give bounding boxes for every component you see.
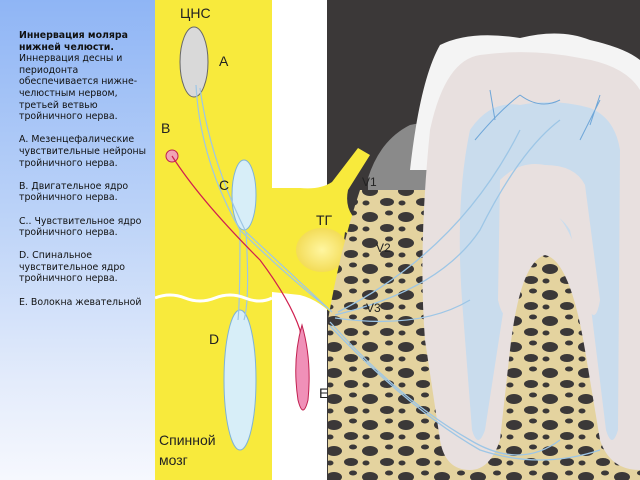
caption-panel: Иннервация моляра нижней челюсти. Иннерв…: [0, 0, 155, 480]
label-cns: ЦНС: [180, 5, 211, 21]
label-spinal-cord-1: Спинной: [159, 432, 216, 448]
label-tg: ТГ: [316, 212, 333, 228]
caption-item-a: А. Мезенцефалические чувствительные нейр…: [19, 134, 147, 169]
caption-item-b: В. Двигательное ядро тройничного нерва.: [19, 180, 129, 204]
caption-title: Иннервация моляра нижней челюсти.: [19, 30, 128, 53]
cord-section-break: [155, 293, 273, 303]
nucleus-d-spinal: [223, 309, 257, 451]
caption-item-e: Е. Волокна жевательной: [19, 296, 142, 308]
nucleus-a-mesencephalic: [179, 26, 209, 98]
label-a: A: [219, 53, 229, 69]
tooth-innervation-diagram: ЦНС A B C D E ТГ V1 V2 V3 Спинной мозг: [155, 0, 640, 480]
motor-pathway: [171, 155, 306, 381]
label-b: B: [161, 120, 170, 136]
masseter-muscle: [295, 323, 310, 411]
sensory-tracts: [195, 84, 333, 321]
label-e: E: [319, 385, 328, 401]
label-v3: V3: [366, 301, 381, 315]
trigeminal-ganglion-glow: [296, 228, 348, 272]
label-spinal-cord-2: мозг: [159, 452, 188, 468]
caption-item-c: С.. Чувствительное ядро тройничного нерв…: [19, 215, 142, 239]
pulp-nerve-branches: [474, 89, 601, 141]
label-v2: V2: [376, 241, 391, 255]
label-d: D: [209, 331, 219, 347]
caption-item-d: D. Спинальное чувствительное ядро тройни…: [19, 250, 126, 285]
nerve-fibers-to-tooth: [329, 119, 601, 461]
pulp-inner-dentin: [498, 164, 600, 315]
label-c: C: [219, 177, 229, 193]
caption-intro: Иннервация десны и периодонта обеспечива…: [19, 53, 138, 123]
caption-text: Иннервация моляра нижней челюсти. Иннерв…: [19, 30, 151, 320]
nucleus-c-sensory: [231, 159, 257, 231]
label-v1: V1: [362, 175, 377, 189]
